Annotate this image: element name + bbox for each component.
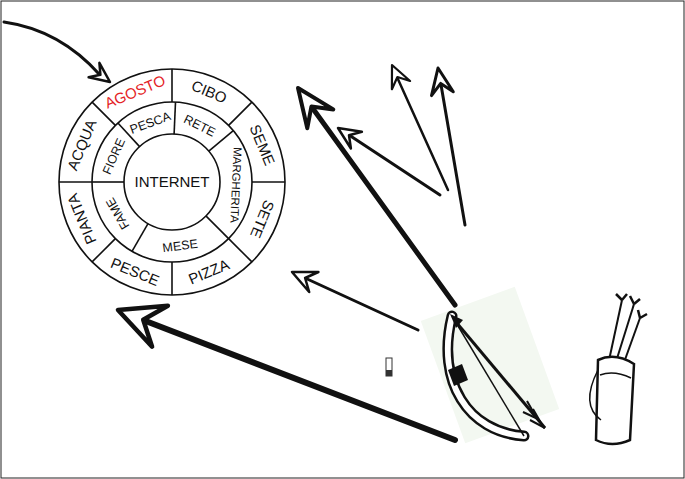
segment-word: INTERNET	[135, 174, 210, 189]
small-tag	[386, 358, 392, 376]
inner-segment: FAME	[101, 195, 132, 232]
segment-word: CIBO	[189, 78, 229, 106]
ring-segment: PESCE	[108, 254, 161, 288]
inner-segment: PESCA	[127, 107, 172, 137]
segment-word: PESCA	[128, 110, 172, 136]
segment-word: RETE	[182, 113, 217, 139]
bow-illustration	[421, 287, 559, 443]
quiver-illustration	[590, 294, 647, 444]
ring-segment: SETE	[247, 198, 277, 240]
ring-segment: CIBO	[189, 78, 229, 107]
ring-segment: PIANTA	[65, 192, 100, 247]
inner-segment: RETE	[182, 110, 219, 139]
inner-segment: MARGHERITA	[227, 147, 246, 223]
inner-segment: MESE	[162, 235, 199, 255]
segment-word: FIORE	[101, 137, 128, 177]
center-circle: INTERNET	[135, 174, 210, 190]
word-wheel	[59, 69, 285, 295]
ring-segment: ACQUA	[65, 117, 100, 172]
segment-word: PESCE	[109, 254, 162, 287]
segment-word: FAME	[104, 196, 132, 232]
flying-arrows	[4, 22, 465, 440]
segment-word: AGOSTO	[102, 73, 167, 111]
segment-word: MESE	[162, 238, 199, 255]
ring-segment: AGOSTO	[102, 73, 167, 112]
inner-segment: FIORE	[98, 136, 128, 177]
segment-word: PIANTA	[65, 192, 99, 247]
segment-word: SETE	[248, 198, 277, 240]
ring-segment: PIZZA	[186, 256, 231, 287]
segment-word: SEME	[247, 122, 277, 167]
ring-segment: SEME	[246, 122, 277, 167]
segment-word: ACQUA	[65, 117, 99, 172]
segment-word: MARGHERITA	[228, 147, 243, 223]
segment-word: PIZZA	[186, 256, 231, 286]
